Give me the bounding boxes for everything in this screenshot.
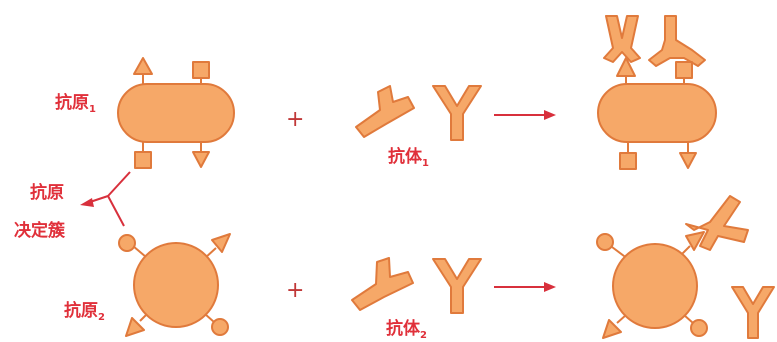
antigen-1-label: 抗原1 <box>55 92 96 115</box>
complex-2-circle-bottom <box>691 320 707 336</box>
determinant-label-line2: 决定簇 <box>14 220 66 241</box>
complex-1-square-bottom <box>620 153 636 169</box>
antigen-antibody-complex-2 <box>597 196 774 338</box>
complex-1-antibody-right <box>649 16 705 66</box>
antibody-1-label: 抗体1 <box>388 146 429 169</box>
complex-1-antibody-left <box>604 16 640 62</box>
antibody-1-square-type <box>433 86 481 140</box>
plus-sign-2: + <box>286 278 304 303</box>
reaction-arrow-1 <box>494 110 556 120</box>
antibody-2-triangle-type <box>352 258 413 310</box>
complex-2-circle-determinant <box>597 234 613 250</box>
determinant-callout <box>80 172 130 226</box>
plus-sign-1: + <box>286 107 304 132</box>
complex-1-square-determinant <box>676 62 692 78</box>
antigen-2 <box>119 234 230 336</box>
reaction-arrow-2 <box>494 282 556 292</box>
complex-1-body <box>598 84 716 142</box>
complex-2-free-antibody <box>732 287 774 338</box>
antigen-1-body <box>118 84 234 142</box>
antigen-1-square-determinant <box>193 62 209 78</box>
complex-1-triangle-bottom <box>680 153 696 168</box>
antibody-2-label: 抗体2 <box>386 318 427 341</box>
determinant-label-line1: 抗原 <box>30 182 64 203</box>
antigen-1-square-determinant-bottom <box>135 152 151 168</box>
antigen-2-label: 抗原2 <box>64 300 105 323</box>
antigen-2-circle-determinant-bottom <box>212 319 228 335</box>
antibody-1-triangle-type <box>356 86 414 137</box>
antibody-2-circle-type <box>433 259 481 313</box>
antigen-antibody-complex-1 <box>598 16 716 169</box>
antigen-2-circle-determinant <box>119 235 135 251</box>
antigen-1-triangle-determinant <box>134 58 152 74</box>
antigen-1 <box>118 58 234 168</box>
antigen-1-triangle-determinant-bottom <box>193 152 209 167</box>
